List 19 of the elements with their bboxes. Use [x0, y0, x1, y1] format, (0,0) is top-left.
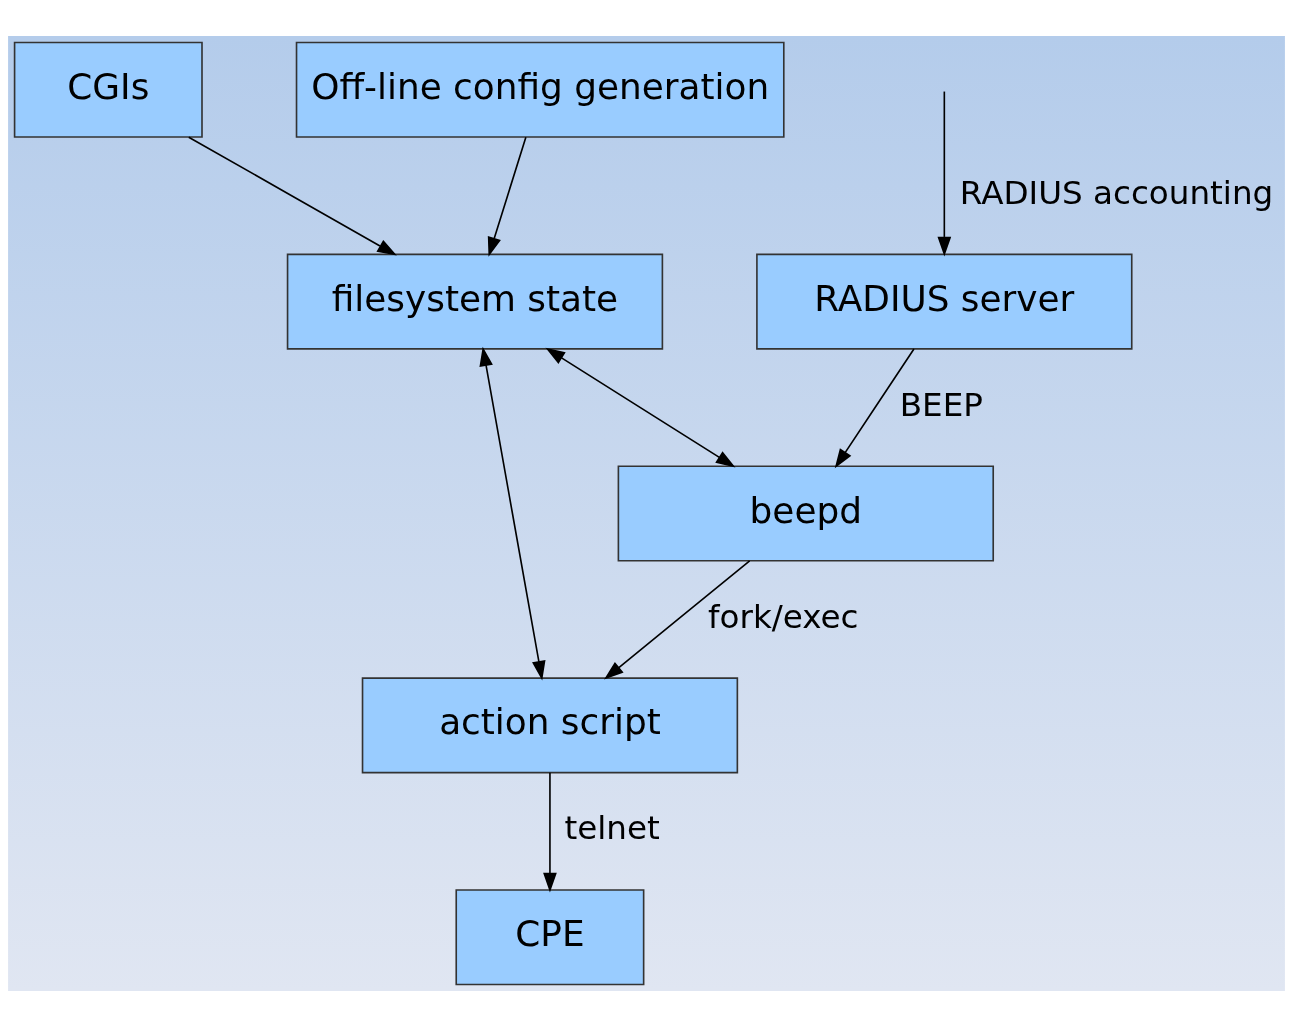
arrow: [604, 559, 751, 680]
node-box: action script: [361, 676, 739, 773]
node-box: beepd: [617, 464, 995, 562]
node-box: CGIs: [13, 41, 203, 138]
node-box: RADIUS server: [756, 253, 1133, 350]
edge-label: RADIUS accounting: [959, 173, 1274, 212]
arrow: [187, 135, 397, 256]
arrow: [545, 347, 736, 468]
edge-label: fork/exec: [708, 597, 859, 636]
arrow: [937, 90, 952, 256]
node-box: CPE: [455, 888, 645, 985]
arrow: [834, 347, 915, 468]
arrow: [479, 346, 546, 680]
node-box: filesystem state: [286, 253, 664, 350]
node-box: Off-line config generation: [295, 41, 785, 138]
edge-label: telnet: [564, 808, 660, 847]
arrow: [543, 771, 557, 892]
arrow: [487, 135, 527, 257]
edge-label: BEEP: [899, 385, 983, 424]
